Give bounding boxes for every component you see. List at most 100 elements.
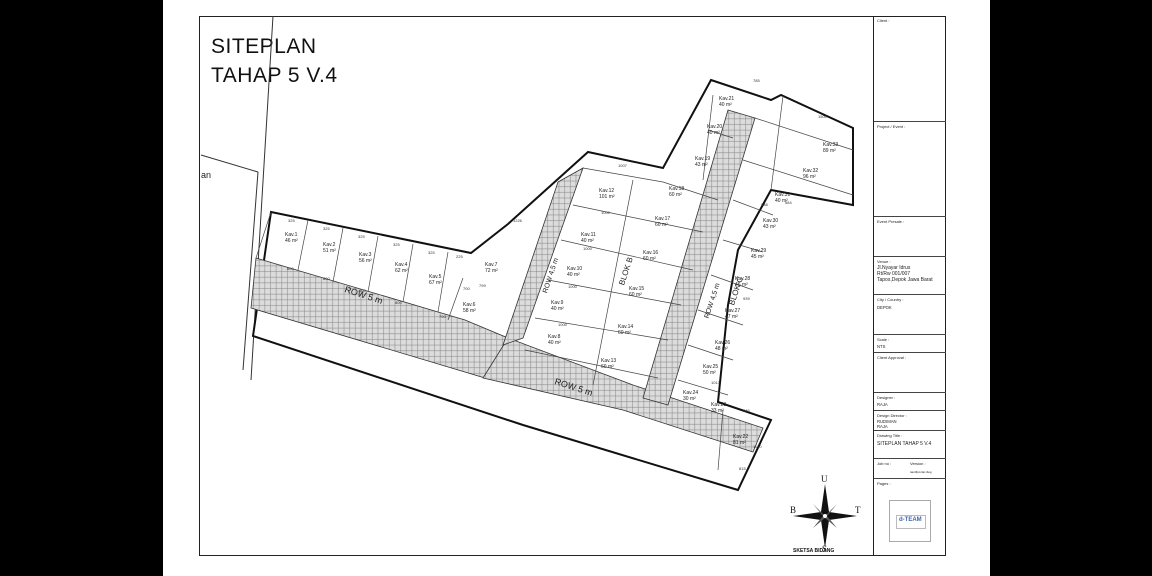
dimension-label: 800 [287, 266, 294, 271]
lot-number: Kav.2 [323, 242, 336, 248]
dimension-label: 325 [393, 242, 400, 247]
tb-approval-label: Client Approval : [877, 355, 907, 360]
lot-number: Kav.32 [803, 168, 818, 174]
dimension-label: 325 [288, 218, 295, 223]
tb-pages: Pages : [874, 478, 946, 556]
dimension-label: 1000 [568, 284, 578, 289]
lot-line [332, 227, 344, 283]
lot-number: Kav.19 [695, 156, 710, 162]
lot-area: 62 m² [395, 268, 408, 274]
lot-number: Kav.9 [551, 300, 564, 306]
lot-area: 60 m² [643, 256, 656, 262]
dimension-label: 584 [785, 200, 792, 205]
compass-west: B [790, 505, 797, 515]
lot-number: Kav.4 [395, 262, 408, 268]
lot-area: 72 m² [485, 268, 498, 274]
compass-south: S [822, 544, 828, 554]
dimension-label: 700 [463, 286, 470, 291]
lot-number: Kav.25 [703, 364, 718, 370]
lot-number: Kav.17 [655, 216, 670, 222]
tb-event-label: Event Presale : [877, 219, 905, 224]
lot-line [707, 129, 734, 139]
tb-scale: Scale : NTS [874, 334, 946, 352]
lot-area: 40 m² [707, 130, 720, 136]
tb-drawing-title: Drawing Title : SITEPLAN TAHAP 5 V.4 [874, 430, 946, 458]
tb-city-label: City / Country : [877, 297, 904, 302]
lot-line [722, 239, 764, 253]
dimension-label: 700 [439, 314, 446, 319]
dimension-label: 225 [456, 254, 463, 259]
lot-line [524, 349, 659, 379]
dimension-label: 785 [753, 78, 760, 83]
existing-road-line [242, 171, 259, 371]
dimension-label: 815 [739, 466, 746, 471]
lot-area: 96 m² [803, 174, 816, 180]
tb-drawing-title-label: Drawing Title : [877, 433, 903, 438]
lot-line [572, 204, 704, 233]
lot-number: Kav.29 [751, 248, 766, 254]
tb-approval: Client Approval : [874, 352, 946, 392]
road-row-5m-south [482, 337, 764, 453]
lot-area: 40 m² [551, 306, 564, 312]
compass-rose: U S B T [785, 474, 865, 554]
lot-area: 67 m² [429, 280, 442, 286]
lot-number: Kav.20 [707, 124, 722, 130]
tb-venue-label: Venue : [877, 259, 891, 264]
dimension-label: 1007 [618, 163, 628, 168]
tb-director: Design Director : RUDIMAN RAJA [874, 410, 946, 430]
lot-number: Kav.22 [733, 434, 748, 440]
lot-line [742, 159, 854, 196]
lot-area: 60 m² [629, 292, 642, 298]
lot-number: Kav.30 [763, 218, 778, 224]
lot-line [710, 274, 754, 291]
lot-number: Kav.24 [683, 390, 698, 396]
tb-client: Client : [874, 16, 946, 121]
lot-number: Kav.5 [429, 274, 442, 280]
lot-line [592, 179, 634, 386]
lot-area: 56 m² [359, 258, 372, 264]
tb-venue-line: Tapos,Depok Jawa Barat [877, 277, 933, 283]
dimension-label: 1000 [583, 246, 593, 251]
lot-number: Kav.6 [463, 302, 476, 308]
tb-city: City / Country : DEPOK [874, 294, 946, 334]
dimension-label: 1130 [753, 444, 762, 449]
tb-city-value: DEPOK [877, 305, 892, 310]
lot-line [437, 251, 449, 313]
sketch-label: SKETSA BIDANG [793, 548, 835, 554]
dimension-label: 325 [358, 234, 365, 239]
lot-line [687, 344, 734, 361]
tb-project: Project / Event : [874, 121, 946, 216]
lot-area: 46 m² [735, 282, 748, 288]
lot-line [677, 379, 729, 396]
lot-area: 58 m² [463, 308, 476, 314]
tb-venue-line: Rt/Rw 001/007 [877, 271, 911, 277]
lot-area: 40 m² [567, 272, 580, 278]
lot-line [402, 243, 414, 303]
lot-line [582, 167, 719, 201]
lot-area: 43 m² [763, 224, 776, 230]
company-logo: d-TEAM [889, 500, 931, 542]
existing-road-line [200, 154, 259, 173]
lot-line [297, 219, 309, 271]
lot-area: 43 m² [695, 162, 708, 168]
tb-director-value: RUDIMAN [877, 419, 897, 424]
lot-number: Kav.28 [735, 276, 750, 282]
lot-number: Kav.21 [719, 96, 734, 102]
lot-area: 48 m² [715, 346, 728, 352]
dimension-labels: 3253253253253252251226100710001000100010… [287, 78, 828, 471]
tb-designer-value: RAJA [877, 402, 888, 407]
lot-number: Kav.31 [775, 192, 790, 198]
tb-version-value: tandfp/ortar.dwg [910, 470, 932, 474]
lot-area: 40 m² [548, 340, 561, 346]
lot-area: 60 m² [669, 192, 682, 198]
tb-director-label: Design Director : [877, 413, 907, 418]
tb-scale-label: Scale : [877, 337, 890, 342]
lot-number: Kav.10 [567, 266, 582, 272]
drawing-frame [199, 16, 946, 556]
tb-designer: Designer : RAJA [874, 392, 946, 410]
lot-number: Kav.12 [599, 188, 614, 194]
lot-area: 47 m² [725, 314, 738, 320]
dimension-label: 800 [395, 300, 402, 305]
lot-line [697, 309, 744, 326]
